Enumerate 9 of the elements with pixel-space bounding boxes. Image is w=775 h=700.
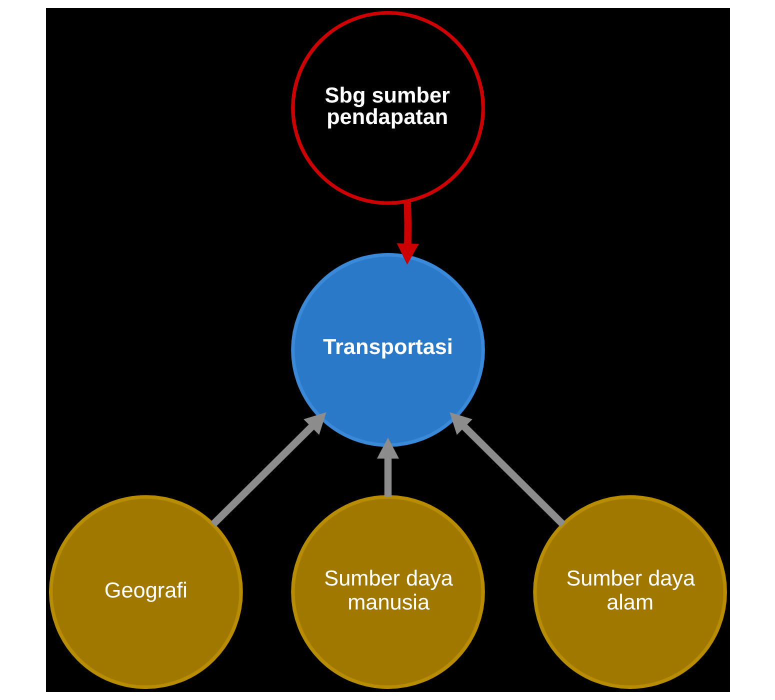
arrow	[396, 201, 418, 265]
node-circle: Sumber daya manusia	[290, 495, 484, 689]
arrow	[376, 438, 399, 497]
node-circle: Sumber daya alam	[532, 495, 726, 689]
node-circle: Transportasi	[290, 253, 484, 447]
arrow	[449, 412, 565, 527]
node-circle: Sbg sumber pendapatan	[290, 11, 484, 205]
arrow	[210, 412, 326, 527]
node-circle: Geografi	[48, 495, 242, 689]
